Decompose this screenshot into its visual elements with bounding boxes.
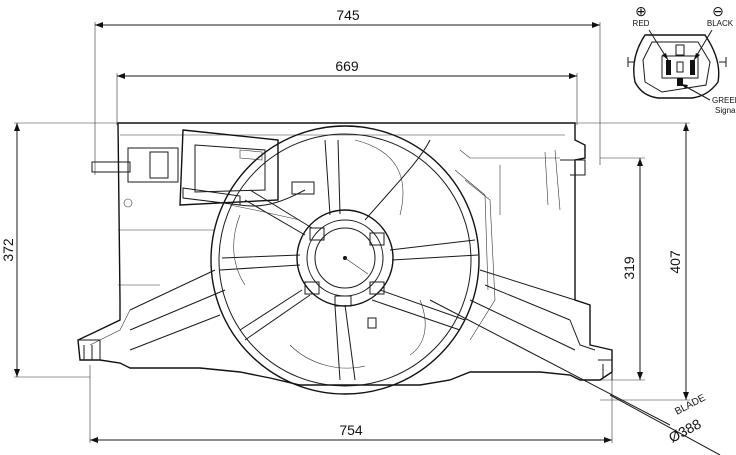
red-label: RED [633, 19, 650, 28]
dim-label-669: 669 [335, 58, 359, 74]
resistor-module [127, 129, 315, 221]
dim-label-372: 372 [0, 238, 16, 262]
negative-icon: ⊖ [712, 3, 724, 19]
dimension-745: 745 [94, 7, 601, 175]
dim-label-754: 754 [339, 422, 363, 438]
blade-diameter: Ø388 [666, 415, 704, 445]
dim-label-745: 745 [336, 7, 360, 23]
dimension-407: 407 [570, 122, 690, 401]
positive-icon: ⊕ [635, 3, 647, 19]
dimension-372: 372 [0, 122, 120, 378]
fan-ring [210, 125, 496, 395]
fan-shroud [77, 122, 613, 386]
blade-label: BLADE [673, 392, 707, 417]
signal-label: Signal [715, 106, 736, 115]
connector-detail: ⊕ ⊖ RED BLACK GREEN Signal [627, 3, 736, 115]
dimension-754: 754 [89, 365, 613, 443]
dim-label-407: 407 [667, 250, 683, 274]
green-label: GREEN [712, 96, 736, 105]
dimension-669: 669 [116, 58, 578, 125]
black-label: BLACK [707, 19, 734, 28]
dimension-319: 319 [600, 157, 645, 381]
motor-hub [296, 209, 394, 329]
dim-label-319: 319 [621, 256, 637, 280]
